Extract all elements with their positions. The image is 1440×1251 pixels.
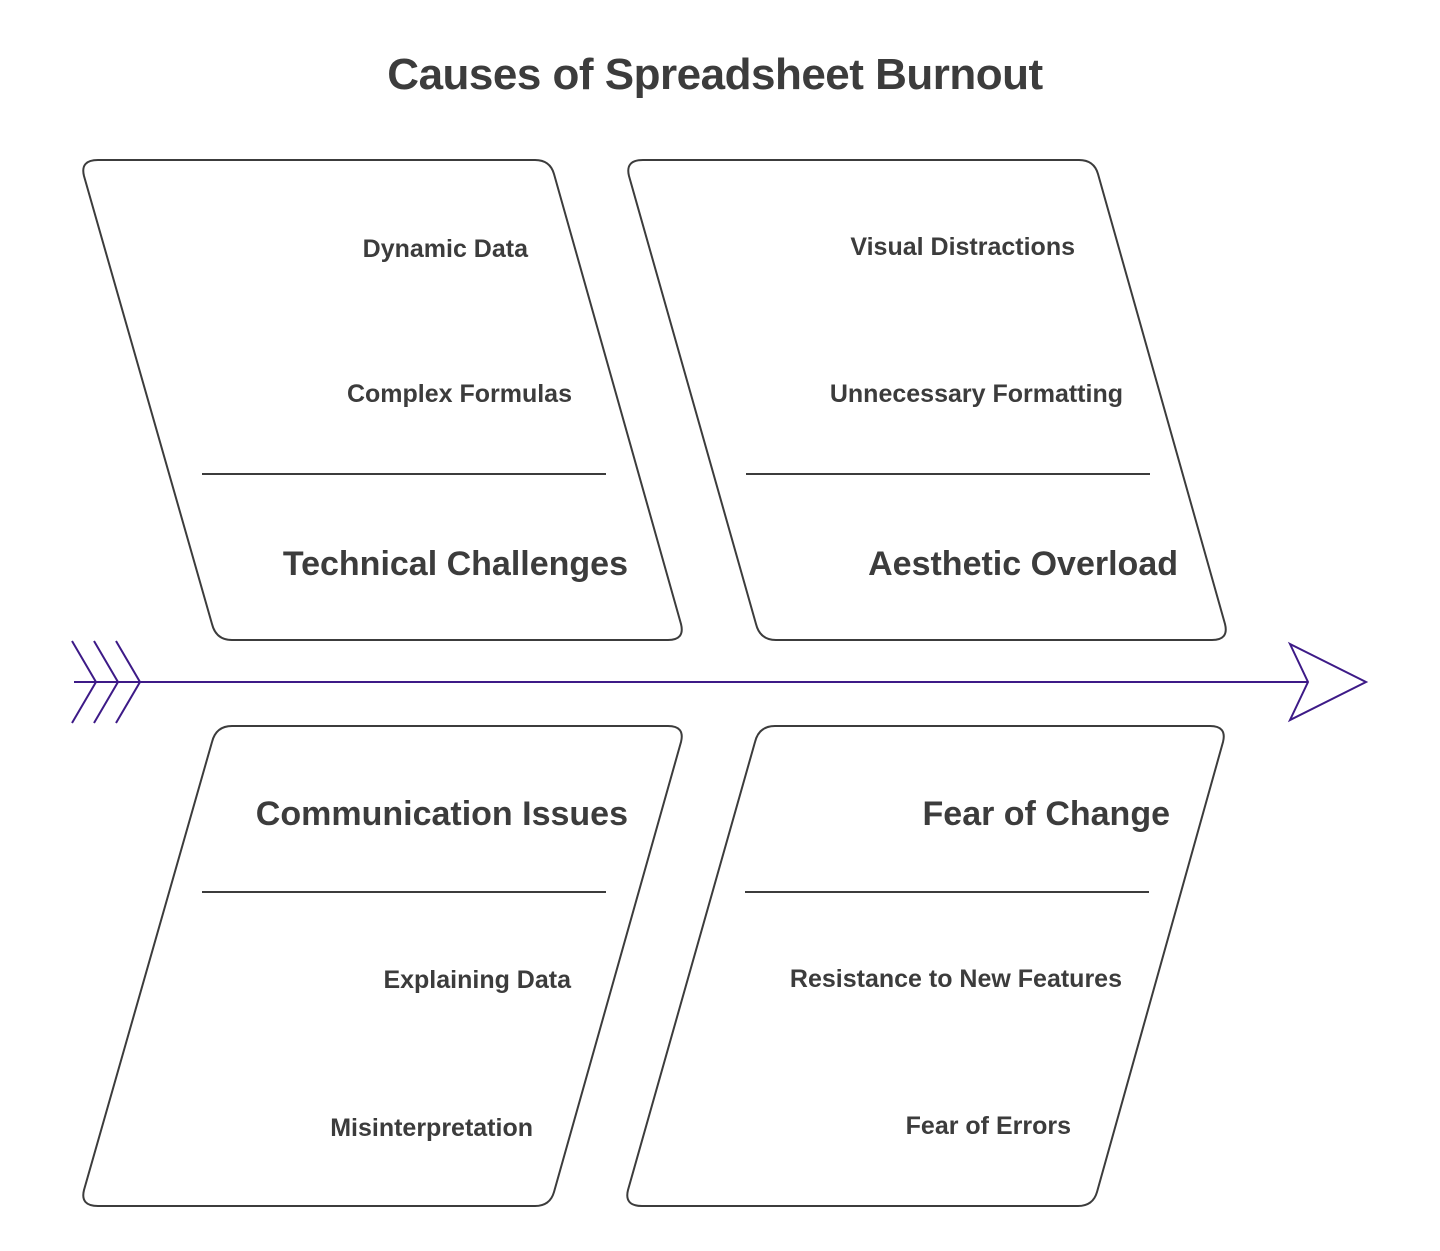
diagram-title: Causes of Spreadsheet Burnout — [387, 50, 1043, 99]
cause-label: Unnecessary Formatting — [830, 380, 1123, 408]
spine-tail-chevron — [115, 640, 142, 724]
category-title: Aesthetic Overload — [868, 545, 1178, 583]
category-box — [627, 159, 1227, 641]
category-fear-of-change: Fear of Change Resistance to New Feature… — [626, 725, 1225, 1207]
category-title: Technical Challenges — [283, 545, 628, 583]
cause-label: Visual Distractions — [850, 233, 1075, 261]
fishbone-spine — [71, 640, 1369, 724]
category-title: Fear of Change — [923, 795, 1170, 833]
cause-label: Complex Formulas — [347, 380, 572, 408]
category-aesthetic-overload: Visual Distractions Unnecessary Formatti… — [627, 159, 1227, 641]
cause-label: Resistance to New Features — [790, 965, 1122, 993]
cause-label: Dynamic Data — [363, 235, 529, 263]
cause-label: Fear of Errors — [906, 1112, 1071, 1140]
spine-arrowhead-icon — [1287, 641, 1369, 723]
cause-label: Explaining Data — [383, 966, 572, 994]
spine-tail-chevron — [93, 640, 120, 724]
cause-label: Misinterpretation — [330, 1114, 533, 1142]
category-communication-issues: Communication Issues Explaining Data Mis… — [82, 725, 683, 1207]
category-box — [82, 725, 683, 1207]
category-technical-challenges: Dynamic Data Complex Formulas Technical … — [82, 159, 683, 641]
category-title: Communication Issues — [256, 795, 628, 833]
spine-tail-chevron — [71, 640, 98, 724]
category-box — [82, 159, 683, 641]
category-box — [626, 725, 1225, 1207]
